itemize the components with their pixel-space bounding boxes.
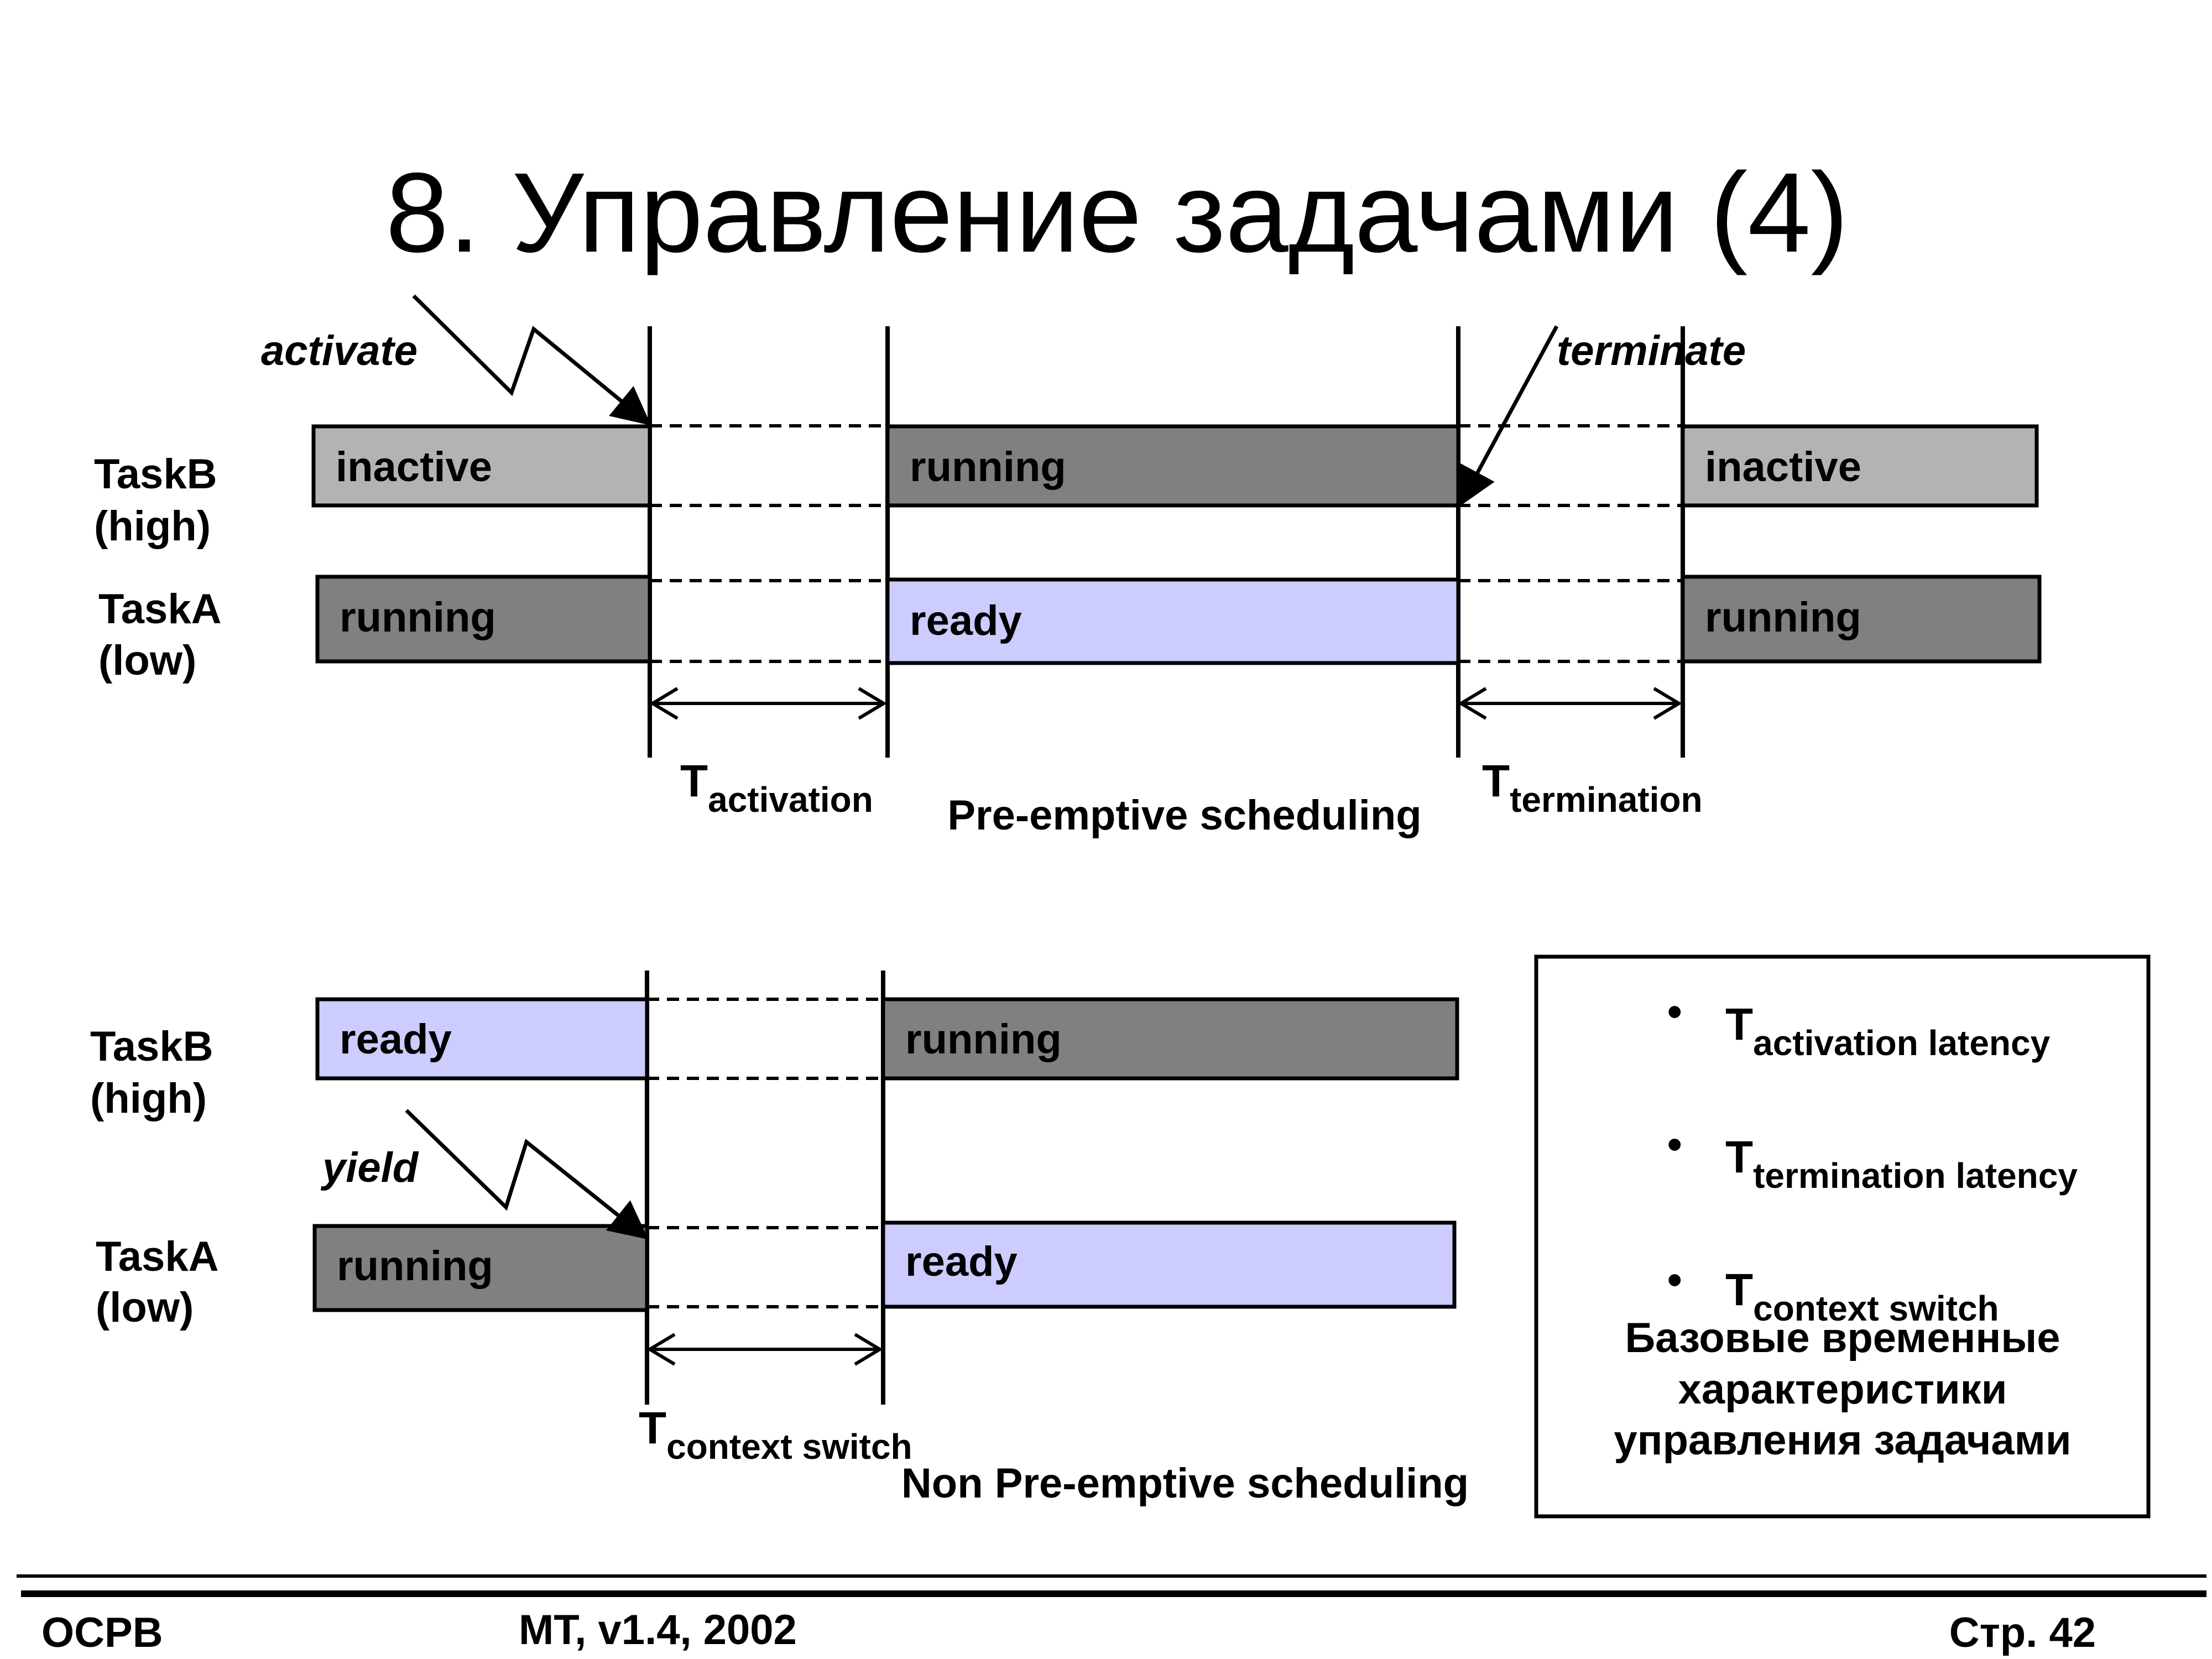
state-label: ready <box>905 1238 1018 1285</box>
state-label: ready <box>910 597 1022 644</box>
state-label: inactive <box>336 444 492 491</box>
context-switch-interval-arrow <box>646 1333 883 1366</box>
non-preemptive-caption: Non Pre-emptive scheduling <box>901 1460 1469 1507</box>
taskb-priority: (high) <box>94 503 211 550</box>
state-label: ready <box>340 1016 452 1063</box>
yield-event-label: yield <box>320 1144 419 1191</box>
state-label: running <box>340 594 496 641</box>
t-termination-label: Ttermination <box>1482 756 1703 820</box>
taskb-inactive-bar-2 <box>1681 424 2039 508</box>
taska-priority: (low) <box>96 1284 194 1331</box>
footer-course: ОСРВ <box>41 1609 163 1656</box>
preemptive-caption: Pre-emptive scheduling <box>947 792 1421 839</box>
taska-ready-bar <box>885 577 1460 665</box>
taskb-inactive-bar <box>311 424 652 508</box>
taskb-priority: (high) <box>90 1075 207 1122</box>
t-activation-label: Tactivation <box>680 756 873 820</box>
taskb-ready-bar <box>315 997 649 1081</box>
taskb-label: TaskB <box>90 1023 213 1070</box>
terminate-arrow <box>1459 325 1559 507</box>
taska-running-bar <box>315 575 652 664</box>
termination-interval-arrow <box>1458 687 1682 720</box>
legend-bullet: • <box>1667 988 1682 1035</box>
activate-lightning-arrow <box>412 294 651 426</box>
state-label: running <box>1705 594 1861 641</box>
taskb-running-bar <box>881 997 1459 1081</box>
legend-item-termination-latency: Ttermination latency <box>1725 1132 2078 1196</box>
legend-frame <box>1534 954 2151 1519</box>
non-preemptive-diagram: ready running running ready TaskB (high)… <box>90 971 1469 1507</box>
legend-caption-line: характеристики <box>1678 1366 2007 1413</box>
legend-caption-line: Базовые временные <box>1625 1314 2060 1361</box>
footer-page-number: Стр. 42 <box>1949 1609 2096 1656</box>
taskb-running-bar <box>885 424 1460 508</box>
legend-item-context-switch: Tcontext switch <box>1725 1265 1999 1328</box>
legend-bullet: • <box>1667 1256 1682 1303</box>
state-label: running <box>337 1243 493 1290</box>
legend-item-activation-latency: Tactivation latency <box>1725 999 2051 1063</box>
slide-title: 8. Управление задачами (4) <box>385 149 1848 276</box>
yield-lightning-arrow <box>405 1109 649 1240</box>
legend-bullet: • <box>1667 1121 1682 1168</box>
taska-label: TaskA <box>96 1233 218 1280</box>
taskb-label: TaskB <box>94 451 217 498</box>
timing-legend-box: • Tactivation latency • Ttermination lat… <box>1534 954 2151 1519</box>
activation-interval-arrow <box>649 687 887 720</box>
state-label: inactive <box>1705 444 1861 491</box>
state-label: running <box>905 1016 1062 1063</box>
taska-ready-bar <box>881 1220 1457 1309</box>
legend-caption-line: управления задачами <box>1614 1417 2071 1464</box>
taska-running-bar-2 <box>1681 575 2042 664</box>
state-label: running <box>910 444 1066 491</box>
terminate-event-label: terminate <box>1557 327 1746 374</box>
t-context-switch-label: Tcontext switch <box>639 1403 912 1467</box>
activate-event-label: activate <box>261 327 418 374</box>
taska-label: TaskA <box>98 586 221 633</box>
preemptive-diagram: inactive running inactive running ready … <box>94 294 2042 839</box>
taska-running-bar <box>312 1224 649 1312</box>
taska-priority: (low) <box>98 637 196 684</box>
footer-version: MT, v1.4, 2002 <box>519 1606 797 1653</box>
